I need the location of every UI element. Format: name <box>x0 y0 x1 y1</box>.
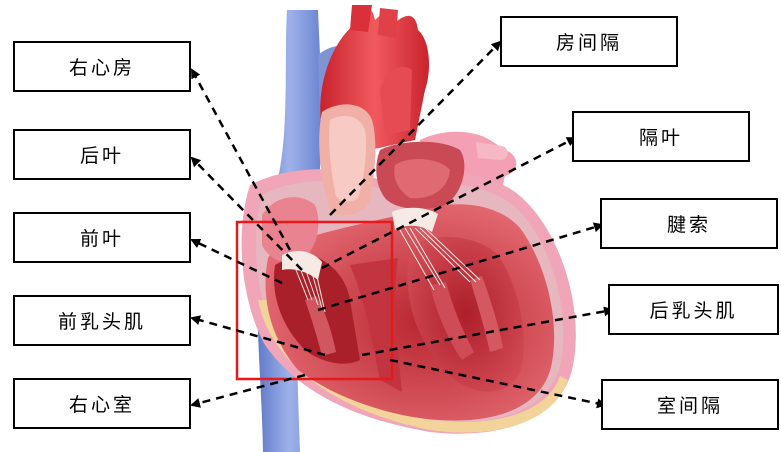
label-posterior-papillary-muscle: 后乳头肌 <box>608 284 779 335</box>
label-atrial-septum: 房间隔 <box>500 16 678 67</box>
heart-illustration <box>242 5 576 452</box>
label-chordae-tendineae: 腱索 <box>600 198 778 249</box>
label-anterior-papillary-muscle: 前乳头肌 <box>13 295 191 346</box>
label-anterior-leaflet: 前叶 <box>13 212 191 263</box>
label-ventricular-septum: 室间隔 <box>601 379 779 430</box>
label-posterior-leaflet: 后叶 <box>13 129 191 180</box>
label-right-atrium: 右心房 <box>13 41 191 92</box>
label-septal-leaflet: 隔叶 <box>572 111 750 162</box>
label-right-ventricle: 右心室 <box>13 378 191 429</box>
